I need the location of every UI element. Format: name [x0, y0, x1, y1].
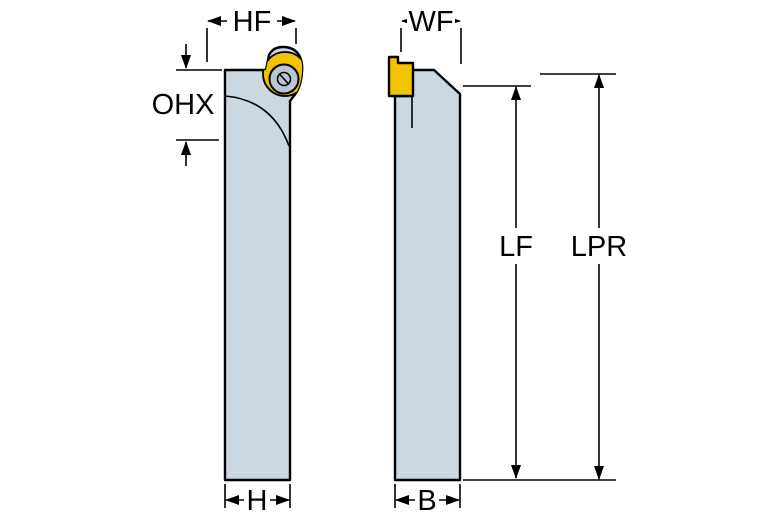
dim-label-wf: WF: [408, 6, 453, 38]
dim-label-b: B: [417, 485, 436, 517]
dim-label-ohx: OHX: [152, 89, 215, 121]
front-relief-curve: [224, 95, 290, 147]
front-view: HF OHX H: [152, 6, 304, 517]
side-shank-body: [393, 68, 462, 482]
front-shank-body: [223, 45, 304, 482]
label-mask: [244, 486, 270, 516]
dimension-wf: WF: [400, 6, 462, 64]
label-mask: [494, 228, 538, 264]
dimension-hf: HF: [206, 6, 297, 62]
label-mask: [227, 6, 277, 36]
clamp-screw-socket: [276, 71, 292, 87]
label-mask: [570, 228, 630, 264]
side-insert: [387, 55, 415, 98]
dimension-lf: LF: [463, 85, 538, 479]
dim-label-lf: LF: [499, 231, 533, 263]
label-mask: [407, 6, 455, 36]
dimension-b: B: [394, 484, 461, 517]
label-mask: [415, 486, 439, 516]
dimension-ohx: OHX: [152, 44, 222, 166]
side-view: WF LF LPR B: [387, 6, 630, 517]
dim-label-lpr: LPR: [571, 231, 627, 263]
dimension-h: H: [224, 484, 291, 517]
dimension-lpr: LPR: [463, 73, 630, 481]
clamp-screw-slot: [278, 72, 290, 86]
dim-label-hf: HF: [233, 6, 272, 38]
dim-label-h: H: [247, 485, 268, 517]
